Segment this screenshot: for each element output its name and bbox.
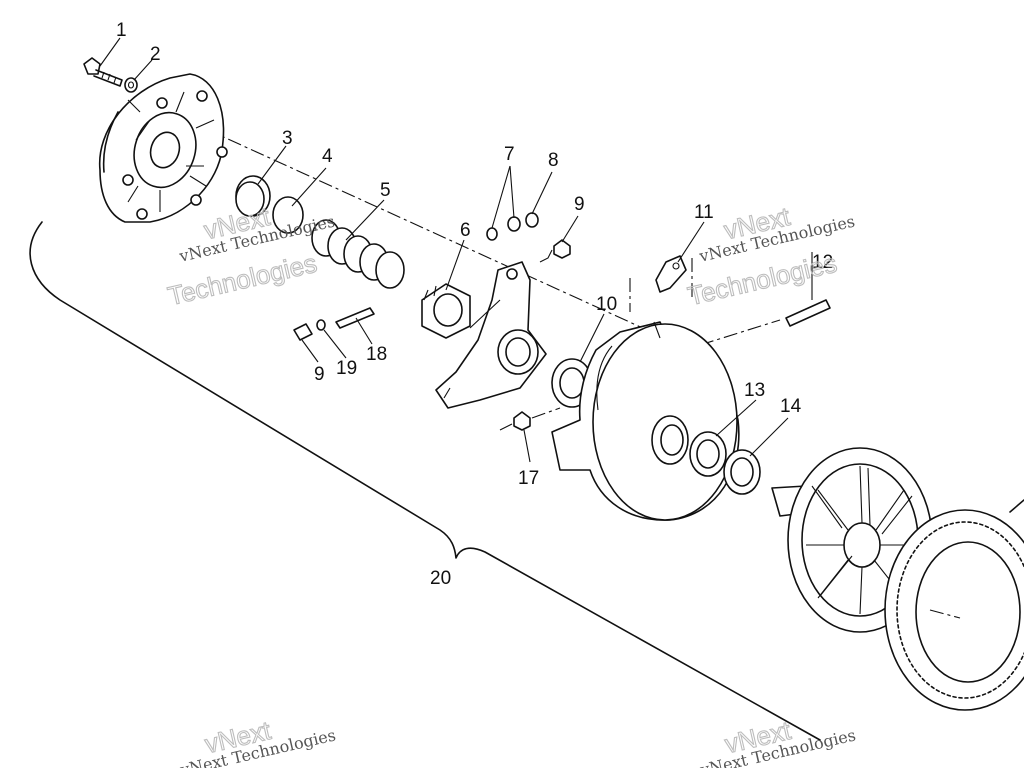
callout-1: 1	[116, 20, 127, 41]
assembly-axis-line	[159, 107, 681, 346]
group-bracket-20	[29, 221, 821, 741]
callout-6: 6	[460, 220, 471, 241]
part-bushing-ring	[235, 175, 271, 217]
callout-9-upper: 9	[574, 194, 585, 215]
callout-12: 12	[812, 252, 833, 273]
part-washers	[486, 212, 539, 241]
part-spider	[421, 283, 471, 339]
callout-labels: 1 2 3 4 5 6 7 8 9 10 11 12 13 14 17 18 1…	[116, 20, 833, 589]
callout-5: 5	[380, 180, 391, 201]
part-spring	[311, 219, 405, 289]
leader-lines	[99, 37, 813, 463]
part-ring-13	[689, 431, 727, 477]
callout-9-lower: 9	[314, 364, 325, 385]
nut-17-axis	[499, 407, 561, 431]
part-washer	[124, 77, 138, 93]
callout-2: 2	[150, 44, 161, 65]
part-movable-sheave	[551, 321, 740, 521]
callout-10: 10	[596, 294, 617, 315]
nut-leader	[539, 249, 553, 263]
callout-14: 14	[780, 396, 802, 417]
callout-17: 17	[518, 468, 539, 489]
part-cover-plate	[98, 73, 228, 223]
watermark-bottom-left: vNext vNext Technologies	[177, 714, 337, 768]
callout-7: 7	[504, 144, 515, 165]
part-ring-gear	[884, 499, 1024, 711]
callout-11: 11	[694, 202, 714, 223]
part-bolt	[83, 57, 123, 87]
part-pin-12	[785, 299, 831, 327]
part-nut-upper	[553, 239, 571, 259]
callout-8: 8	[548, 150, 559, 171]
callout-13: 13	[744, 380, 765, 401]
watermark-bottom-right: vNext vNext Technologies	[697, 714, 857, 768]
part-snap-ring	[272, 196, 304, 234]
part-ring-14	[723, 449, 761, 495]
axis-line-right	[699, 319, 781, 346]
part-arm	[435, 261, 547, 409]
part-roller-pin	[293, 307, 375, 341]
callout-20: 20	[430, 568, 451, 589]
part-nut-17	[513, 411, 531, 431]
part-weight	[629, 255, 693, 312]
callout-3: 3	[282, 128, 293, 149]
callout-4: 4	[322, 146, 333, 167]
callout-19: 19	[336, 358, 357, 379]
callout-18: 18	[366, 344, 387, 365]
